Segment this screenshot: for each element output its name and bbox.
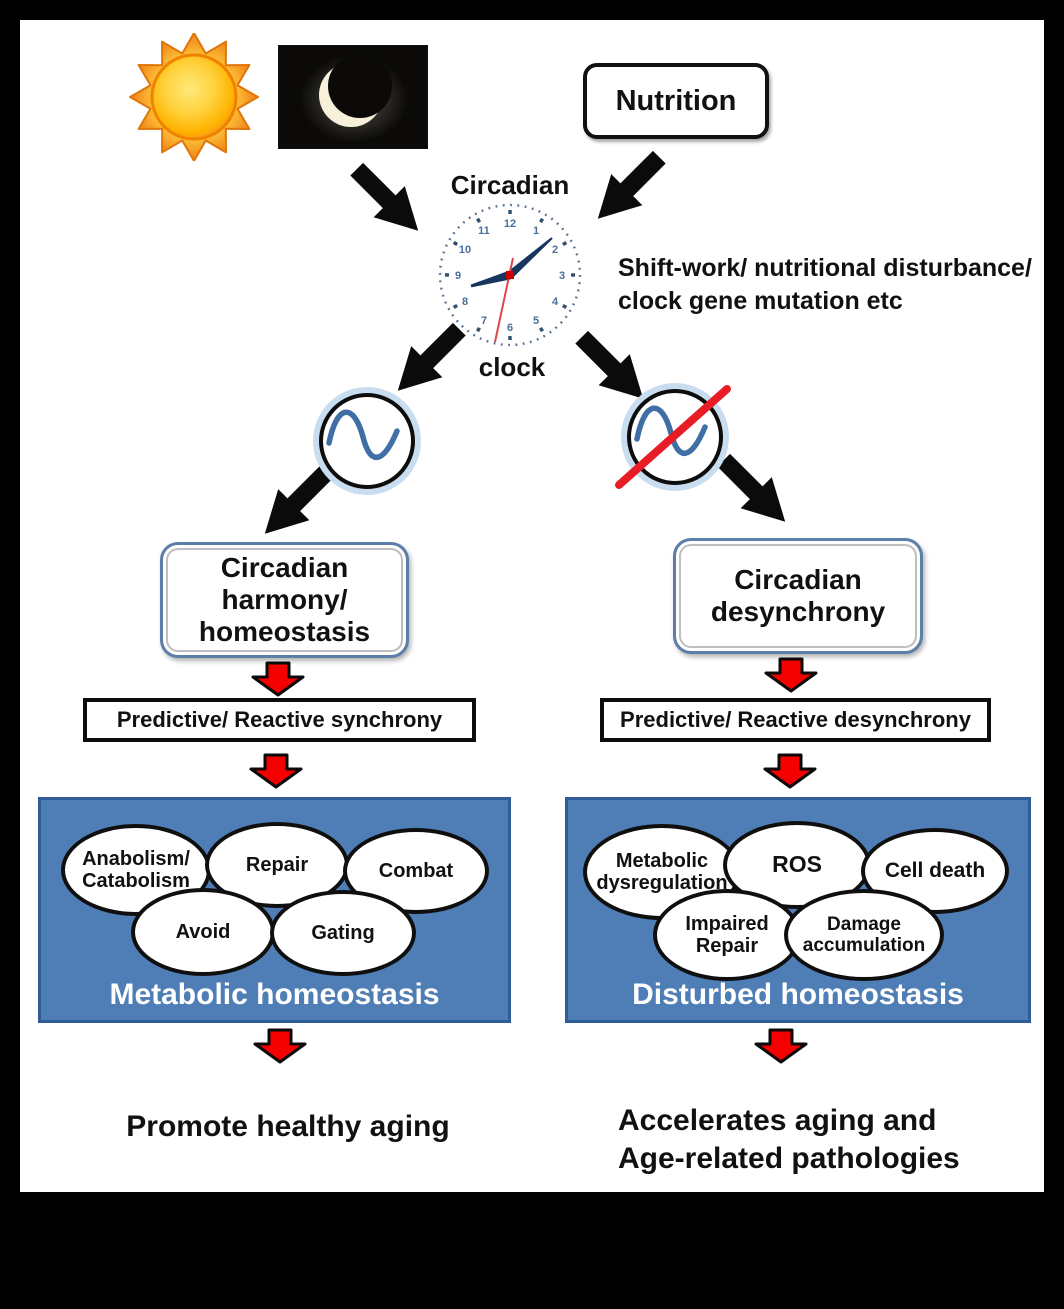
nutrition-label: Nutrition — [615, 84, 737, 117]
clock-numeral: 5 — [533, 315, 539, 327]
metabolic-homeostasis-panel: Anabolism/ Catabolism Repair Combat Avoi… — [38, 797, 511, 1023]
clock-caption: clock — [478, 352, 546, 382]
red-down-arrow-icon — [764, 657, 818, 693]
arrow-down-right-icon — [575, 330, 644, 399]
red-down-arrow-icon — [763, 753, 817, 789]
disturbance-text: Shift-work/ nutritional disturbance/ clo… — [618, 254, 1032, 315]
nutrition-box: Nutrition — [583, 63, 769, 139]
oval-gating: Gating — [270, 890, 416, 976]
clock-icon: 1 2 3 4 5 6 7 8 9 10 11 12 — [438, 203, 582, 347]
sine-wave-icon — [313, 387, 421, 495]
arrow-down-left-icon — [597, 150, 666, 219]
clock-numeral: 8 — [462, 296, 468, 308]
clock-numeral: 7 — [481, 315, 487, 327]
hour-hand — [470, 270, 512, 288]
clock-numeral: 9 — [455, 270, 461, 282]
oval-avoid: Avoid — [131, 888, 275, 976]
clock-numeral: 3 — [559, 270, 565, 282]
predictive-reactive-desynchrony-bar: Predictive/ Reactive desynchrony — [600, 698, 991, 742]
accelerated-aging-outcome: Accelerates aging and Age-related pathol… — [618, 1104, 960, 1176]
disturbed-homeostasis-caption: Disturbed homeostasis — [632, 978, 964, 1011]
circadian-desynchrony-box: Circadian desynchrony — [673, 538, 923, 654]
circadian-desynchrony-label: Circadian desynchrony — [710, 563, 886, 627]
predictive-reactive-synchrony-bar: Predictive/ Reactive synchrony — [83, 698, 476, 742]
arrow-down-right-icon — [350, 162, 419, 231]
sine-wave-crossed-icon — [615, 383, 731, 491]
minute-hand — [507, 237, 553, 278]
red-down-arrow-icon — [253, 1028, 307, 1064]
arrow-down-right-icon — [717, 453, 786, 522]
arrow-down-left-icon — [397, 322, 466, 391]
oval-combat: Combat — [343, 828, 489, 914]
circadian-harmony-label: Circadian harmony/ homeostasis — [198, 551, 371, 648]
red-down-arrow-icon — [754, 1028, 808, 1064]
clock-numeral: 6 — [507, 322, 513, 334]
disturbed-homeostasis-panel: Metabolic dysregulation ROS Cell death I… — [565, 797, 1031, 1023]
red-slash-icon — [615, 385, 731, 489]
circadian-harmony-box: Circadian harmony/ homeostasis — [160, 542, 409, 658]
clock-numeral: 10 — [459, 244, 471, 256]
clock-center-dot — [506, 271, 514, 279]
clock-numeral: 11 — [478, 225, 490, 237]
clock-numeral: 2 — [552, 244, 558, 256]
circadian-title: Circadian — [450, 170, 570, 200]
arrow-down-left-icon — [264, 465, 333, 534]
metabolic-homeostasis-caption: Metabolic homeostasis — [109, 978, 440, 1011]
diagram-canvas: Nutrition Circadian clock 1 2 3 4 5 6 7 … — [20, 20, 1044, 1192]
red-down-arrow-icon — [251, 661, 305, 697]
synchrony-label: Predictive/ Reactive synchrony — [116, 707, 443, 732]
moon-image — [278, 45, 428, 149]
oval-damage-accumulation: Damage accumulation — [784, 889, 944, 981]
healthy-aging-outcome: Promote healthy aging — [126, 1110, 450, 1143]
clock-numeral: 4 — [552, 296, 559, 308]
red-down-arrow-icon — [249, 753, 303, 789]
oval-impaired-repair: Impaired Repair — [653, 889, 801, 981]
desynchrony-label: Predictive/ Reactive desynchrony — [620, 707, 971, 732]
clock-numeral: 1 — [533, 225, 539, 237]
clock-numeral: 12 — [504, 218, 516, 230]
sun-icon — [129, 33, 259, 161]
